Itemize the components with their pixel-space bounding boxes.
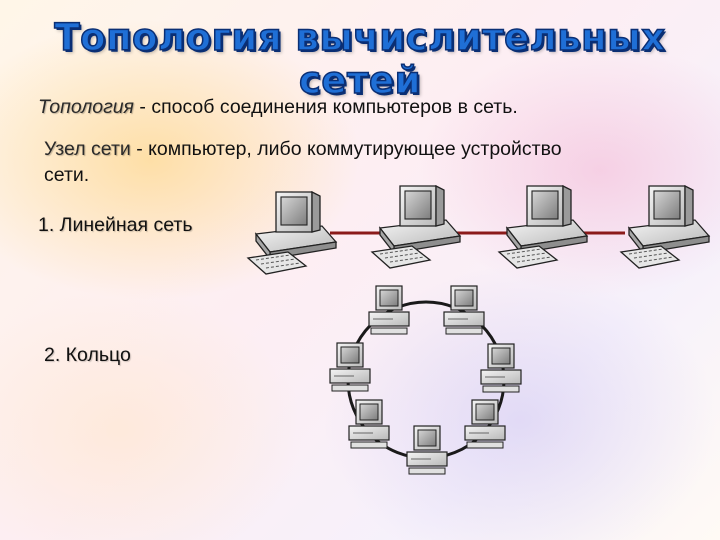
line-node-computer-icon: [372, 186, 460, 268]
line-node-computer-icon: [248, 192, 336, 274]
ring-node-computer-icon: [481, 344, 521, 392]
line-node-computer-icon: [499, 186, 587, 268]
ring-node-computer-icon: [369, 286, 409, 334]
ring-node-computer-icon: [330, 343, 370, 391]
line-node-computer-icon: [621, 186, 709, 268]
ring-node-computer-icon: [444, 286, 484, 334]
ring-node-computer-icon: [349, 400, 389, 448]
ring-node-computer-icon: [407, 426, 447, 474]
